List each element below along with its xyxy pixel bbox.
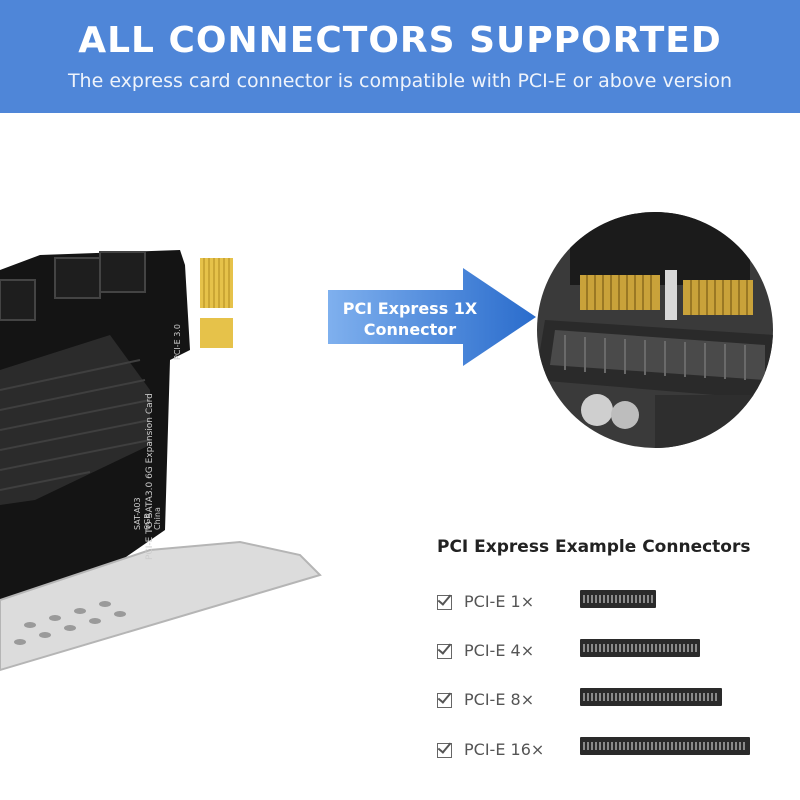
sata-port-2 [99,251,146,293]
arrow-label-line2: Connector [363,320,457,339]
zoom-gold-contacts [580,275,753,315]
zoom-pcie-slot [537,320,773,400]
arrow-graphic [328,268,536,366]
banner-title: ALL CONNECTORS SUPPORTED [78,20,722,61]
checkbox-icon [437,743,452,758]
example-label: PCI-E 4× [464,641,535,660]
board-origin: China [153,507,162,530]
metal-bracket [0,540,322,672]
example-label: PCI-E 1× [464,592,535,611]
example-label: PCI-E 8× [464,690,535,709]
arrow-label-line1: PCI Express 1X [342,299,478,318]
bracket-holes [14,601,126,645]
board-pcie-mark: PCI-E 3.0 [173,324,182,360]
zoom-circle-image [537,212,773,448]
slot-1x-icon [580,590,656,608]
checkbox-icon [437,595,452,610]
board-text: PCI-E TO SATA3.0 6G Expansion Card [145,393,155,560]
gold-fingers [200,258,233,348]
slot-16x-icon [580,737,750,755]
heatsink-fins [0,359,151,491]
sata-port-3 [0,279,36,321]
board-model: SAT-A03 [133,497,142,530]
header-banner: ALL CONNECTORS SUPPORTED The express car… [0,0,800,113]
board-speed: 6GB [143,513,152,530]
checkbox-icon [437,693,452,708]
banner-subtitle: The express card connector is compatible… [67,70,733,92]
example-label: PCI-E 16× [464,740,545,759]
slot-8x-icon [580,688,722,706]
slot-4x-icon [580,639,700,657]
sata-port-1 [54,257,101,299]
examples-title: PCI Express Example Connectors [437,537,751,557]
pcie-card-image: PCI-E TO SATA3.0 6G Expansion Card PCI-E… [0,250,322,672]
arrow-label: PCI Express 1X Connector [330,298,490,340]
checkbox-icon [437,644,452,659]
